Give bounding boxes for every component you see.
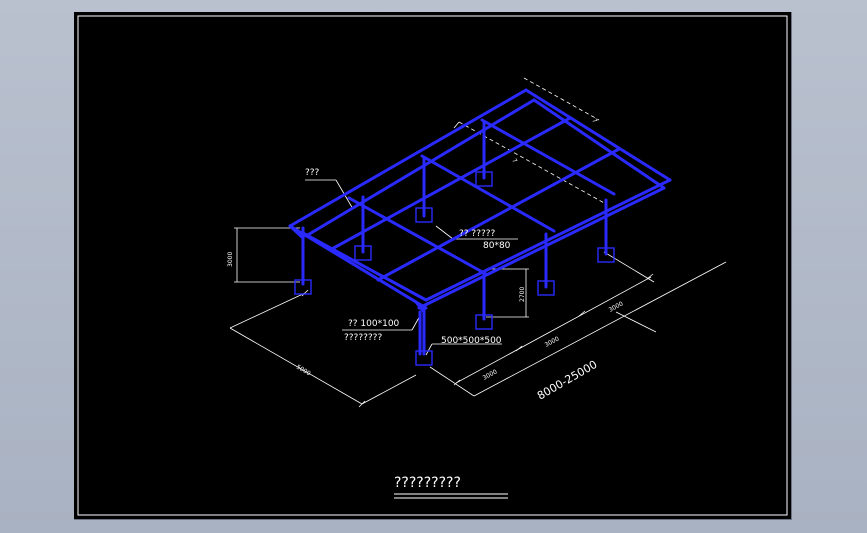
dim-height-left: 3000 [227, 252, 234, 267]
dim-top-a: 7 [590, 118, 598, 125]
label-column-sub: ???????? [344, 333, 382, 343]
dim-top-b: 7 [510, 158, 518, 165]
dim-bay-1: 3000 [482, 368, 499, 381]
dim-total: 8000-25000 [535, 358, 599, 403]
dim-bay-2: 3000 [544, 335, 561, 348]
drawing-sheet: ??? ?? ????? 80*80 ?? 100*100 ???????? 5… [74, 12, 792, 520]
dim-bay-3: 3000 [608, 300, 625, 313]
dim-height-right: 2700 [519, 287, 526, 302]
label-beam: ?? ????? [459, 229, 496, 239]
label-top-left: ??? [305, 168, 320, 178]
structure-drawing: ??? ?? ????? 80*80 ?? 100*100 ???????? 5… [77, 15, 788, 516]
inner-frame [77, 15, 788, 516]
label-column: ?? 100*100 [348, 319, 400, 329]
steel-frame [288, 88, 672, 356]
label-footing: 500*500*500 [441, 336, 502, 346]
footings [294, 171, 615, 366]
dim-front: 5000 [295, 364, 312, 378]
label-beam-size: 80*80 [483, 241, 511, 251]
drawing-title: ????????? [394, 475, 461, 491]
